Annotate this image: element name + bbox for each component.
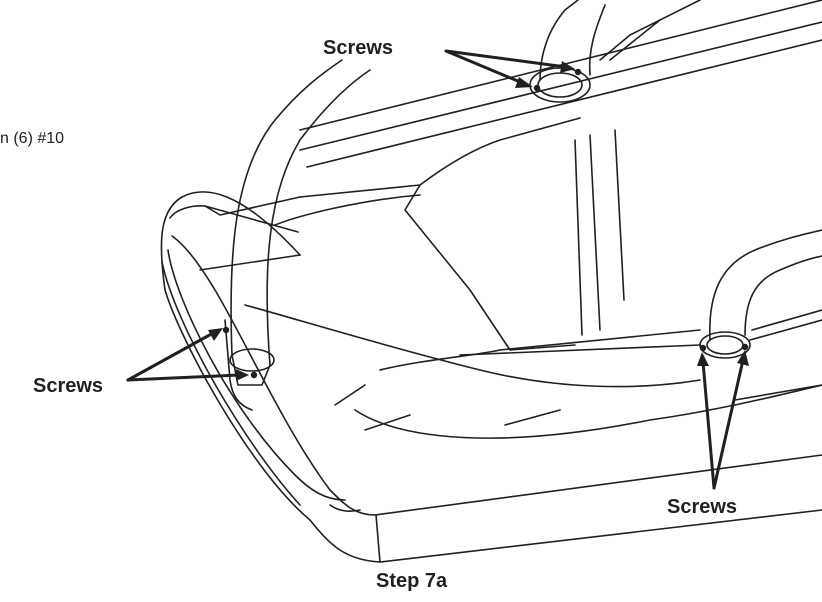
callout-screws-top: Screws [323, 37, 394, 59]
top-upright [529, 0, 701, 103]
screw-left-lower [250, 371, 258, 379]
screw-top-left [533, 84, 541, 92]
arrow-top-1 [444, 49, 527, 86]
screw-right-right [741, 343, 749, 351]
screws [222, 68, 749, 379]
leader-arrows [126, 49, 749, 490]
arrow-right-2 [712, 358, 745, 490]
base-frame [160, 191, 822, 563]
callout-screws-right: Screws [667, 496, 738, 518]
arrow-right-1 [701, 360, 716, 490]
left-upright [224, 59, 371, 411]
screw-top-right [574, 68, 582, 76]
arrow-left-1 [126, 330, 217, 382]
arrow-left-2 [126, 373, 242, 382]
hardware-note-fragment: n (6) #10 [0, 130, 65, 147]
step-title: Step 7a [376, 570, 448, 592]
right-upright [699, 229, 822, 359]
callout-screws-left: Screws [33, 375, 104, 397]
rear-crossbar [274, 0, 822, 371]
screw-left-upper [222, 326, 230, 334]
arrow-top-2 [444, 49, 568, 69]
screw-right-left [699, 344, 707, 352]
